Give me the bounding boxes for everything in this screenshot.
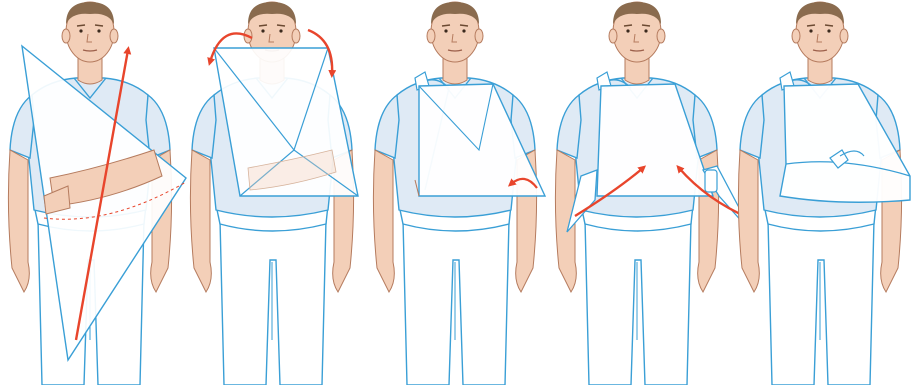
step-4-figure [555,2,753,385]
step-5-figure [738,2,910,385]
step-3-figure [373,2,545,385]
step-1-figure [8,2,186,385]
step-5-sling [780,84,910,202]
step-2-figure [190,2,358,385]
